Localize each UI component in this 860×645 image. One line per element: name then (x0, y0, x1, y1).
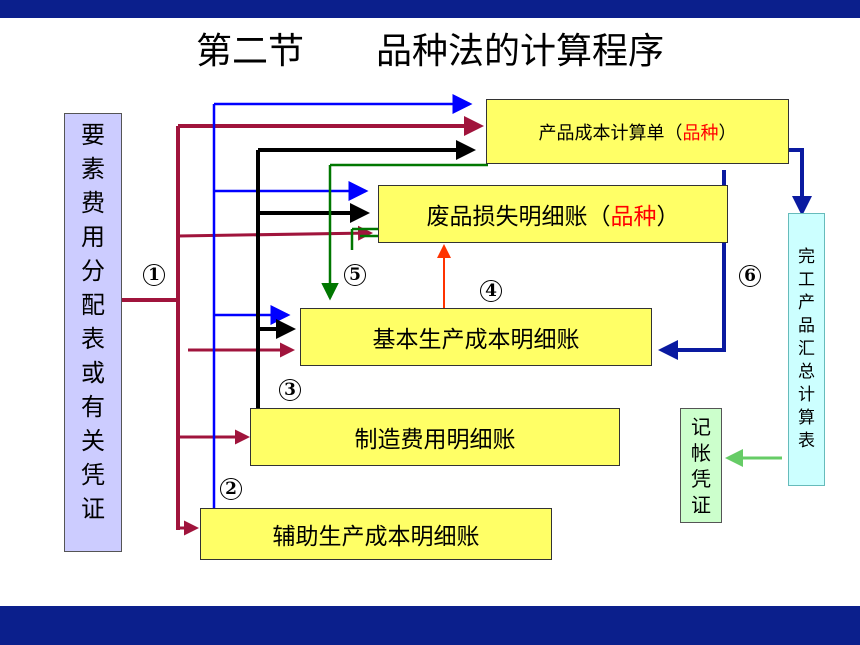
product-cost-sheet-label: 产品成本计算单（ (538, 122, 683, 144)
manufacturing-overhead-ledger-label: 制造费用明细账 (354, 427, 516, 453)
step-1-marker: 1 (143, 264, 165, 286)
vertical-char: 品 (798, 316, 815, 336)
vertical-char: 素 (81, 155, 105, 183)
scrap-loss-ledger-highlight: 品种 (610, 204, 657, 230)
vertical-char: 计 (798, 385, 815, 405)
step6-arrows (658, 148, 812, 360)
manufacturing-overhead-ledger-box: 制造费用明细账 (250, 408, 620, 466)
source-box: 要素费用分配表或有关凭证 (64, 113, 122, 552)
product-cost-sheet-box: 产品成本计算单（品种） (486, 99, 789, 164)
finished-goods-summary-box: 完工产品汇总计算表 (788, 213, 825, 486)
step-5-marker: 5 (344, 264, 366, 286)
vertical-char: 帐 (691, 440, 711, 465)
vertical-char: 要 (81, 121, 105, 149)
scrap-loss-ledger-box: 废品损失明细账（品种） (378, 185, 728, 243)
vertical-char: 或 (81, 359, 105, 387)
finished-goods-summary-label: 完工产品汇总计算表 (798, 246, 815, 453)
bottom-band (0, 606, 860, 645)
vertical-char: 关 (81, 427, 105, 455)
vertical-char: 总 (798, 362, 815, 382)
vertical-char: 证 (691, 492, 711, 517)
vertical-char: 配 (81, 291, 105, 319)
page-title: 第二节 品种法的计算程序 (195, 31, 664, 72)
basic-production-ledger-label: 基本生产成本明细账 (372, 327, 580, 353)
step-4-marker: 4 (480, 280, 502, 302)
voucher-label: 记帐凭证 (691, 414, 711, 518)
step-3-marker: 3 (279, 379, 301, 401)
vertical-char: 产 (798, 293, 815, 313)
vertical-char: 有 (81, 393, 105, 421)
scrap-loss-ledger-label: 废品损失明细账（ (426, 204, 611, 230)
vertical-char: 完 (798, 247, 815, 267)
step-2-marker: 2 (220, 478, 242, 500)
vertical-char: 工 (798, 270, 815, 290)
vertical-char: 凭 (691, 466, 711, 491)
vertical-char: 证 (81, 495, 105, 523)
auxiliary-production-ledger-box: 辅助生产成本明细账 (200, 508, 552, 560)
source-box-label: 要素费用分配表或有关凭证 (81, 118, 105, 526)
scrap-loss-ledger-end: ） (656, 204, 680, 230)
basic-production-ledger-box: 基本生产成本明细账 (300, 308, 652, 366)
step2-arrows (212, 94, 473, 508)
step1-arrows (122, 116, 484, 536)
vertical-char: 分 (81, 257, 105, 285)
top-band (0, 0, 860, 18)
step3-arrows (256, 140, 476, 410)
vertical-char: 表 (81, 325, 105, 353)
voucher-box: 记帐凭证 (680, 408, 722, 523)
vertical-char: 记 (691, 414, 711, 439)
vertical-char: 用 (81, 223, 105, 251)
vertical-char: 表 (798, 431, 815, 451)
step5-arrows (321, 163, 488, 301)
step-6-marker: 6 (739, 265, 761, 287)
vertical-char: 凭 (81, 461, 105, 489)
vertical-char: 费 (81, 189, 105, 217)
vertical-char: 算 (798, 408, 815, 428)
auxiliary-production-ledger-label: 辅助生产成本明细账 (272, 524, 480, 550)
vertical-char: 汇 (798, 339, 815, 359)
product-cost-sheet-end: ） (718, 122, 737, 144)
product-cost-sheet-highlight: 品种 (682, 122, 719, 144)
